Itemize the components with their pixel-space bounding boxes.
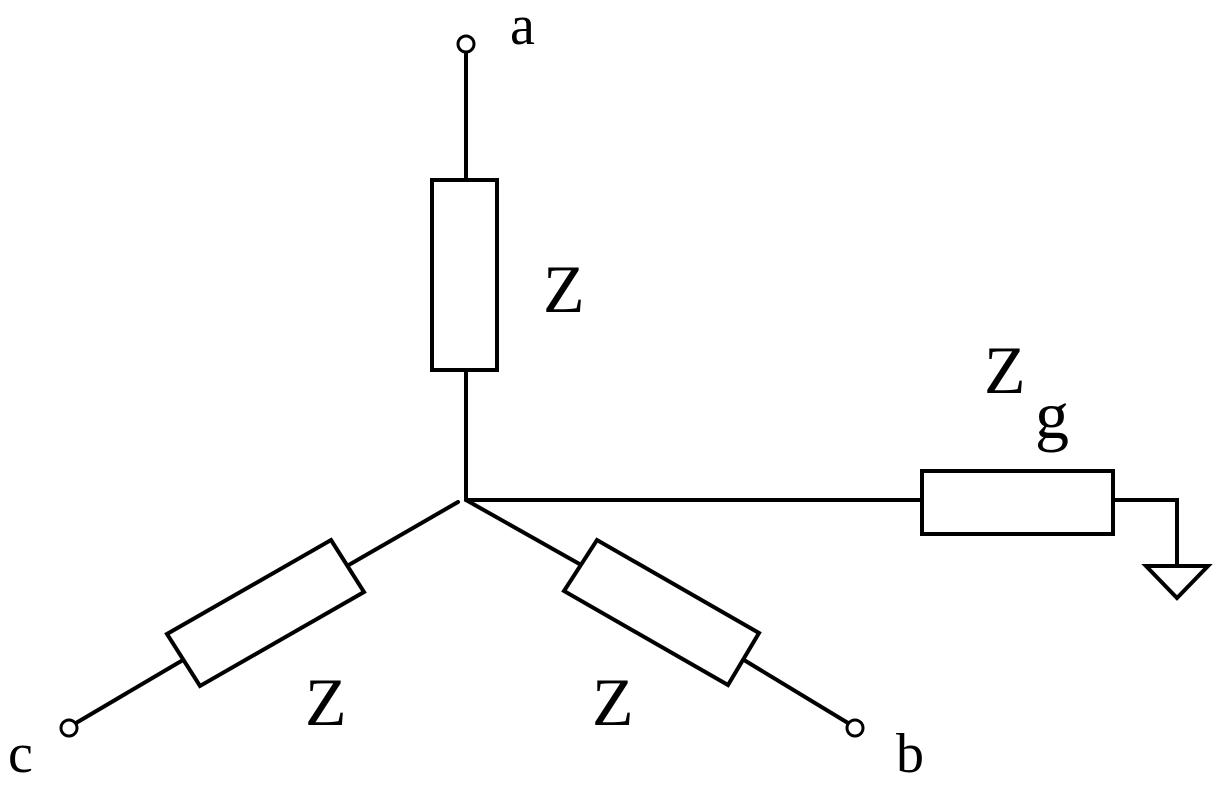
wire-c-outer: [74, 658, 185, 725]
node-label-c: c: [8, 723, 33, 785]
impedance-b: [561, 537, 762, 688]
ground-branch: [464, 469, 1213, 601]
impedance-label-b: Z: [592, 664, 634, 740]
terminal-c: [59, 718, 79, 738]
impedance-ground: [920, 469, 1115, 536]
node-label-b: b: [896, 723, 924, 785]
impedance-a: [430, 178, 499, 372]
impedance-label-ground-subscript: g: [1035, 377, 1069, 453]
wire-b-inner: [464, 498, 585, 568]
ground-icon: [1141, 564, 1213, 601]
impedance-c: [164, 537, 367, 689]
impedance-label-c: Z: [305, 664, 347, 740]
wire-to-ground: [1111, 498, 1179, 568]
impedance-label-a: Z: [543, 251, 585, 327]
branch-c: [59, 500, 460, 738]
wire-c-inner: [345, 500, 460, 568]
terminal-a: [456, 34, 476, 54]
branch-b: [464, 498, 865, 738]
node-label-a: a: [510, 0, 535, 57]
wire-b-outer: [742, 658, 850, 725]
branch-a: [430, 34, 499, 502]
terminal-b: [845, 718, 865, 738]
impedance-label-ground: Z: [984, 332, 1026, 408]
